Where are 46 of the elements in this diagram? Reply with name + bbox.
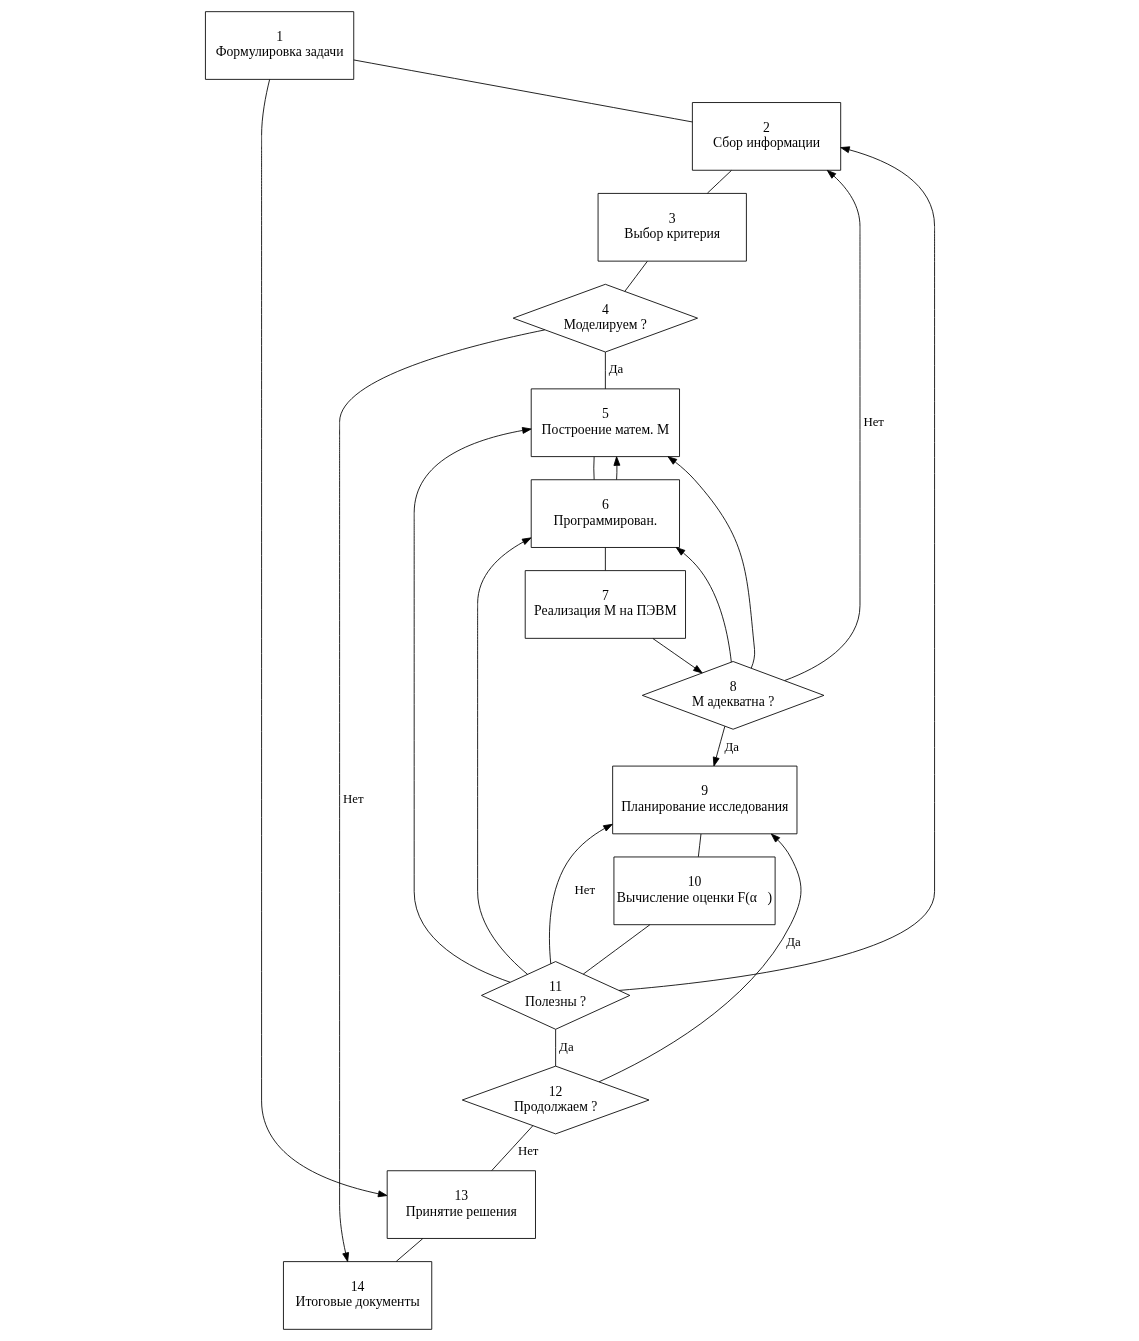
node-diamond: 11 Полезны ?: [480, 961, 630, 1030]
arrow: [675, 547, 732, 663]
node-diamond: 4 Моделируем ?: [512, 283, 698, 353]
edge-label: Нет: [342, 791, 364, 806]
connector: [604, 547, 606, 571]
connector: [592, 456, 595, 480]
node-diamond: 8 М адекватна ?: [641, 661, 824, 730]
connector: [582, 924, 650, 975]
connector: [352, 59, 693, 123]
connector: [395, 1238, 423, 1262]
arrow: [548, 823, 613, 965]
connector: [554, 1028, 556, 1067]
edge-label: Нет: [862, 414, 884, 429]
arrow: [613, 456, 620, 480]
edge-label: Да: [558, 1039, 574, 1054]
edge-label: Да: [785, 935, 801, 950]
node-diamond: 12 Продолжаем ?: [461, 1065, 649, 1135]
node-box: 5 Построение матем. М: [530, 388, 680, 458]
arrow: [476, 537, 531, 975]
arrow: [413, 427, 532, 983]
node-box: 7 Реализация М на ПЭВМ: [524, 570, 686, 639]
node-box: 14 Итоговые документы: [282, 1261, 432, 1330]
node-box: 10 Вычисление оценки F(α⃗): [613, 856, 776, 926]
edge-label: Нет: [517, 1144, 538, 1159]
arrow: [783, 169, 860, 681]
connector: [490, 1125, 533, 1171]
connector: [697, 833, 701, 858]
edge-label: Да: [608, 362, 623, 377]
node-box: 1 Формулировка задачи: [204, 11, 354, 80]
arrow: [598, 833, 801, 1083]
node-box: 9 Планирование исследования: [611, 765, 797, 835]
arrow: [712, 725, 725, 767]
node-box: 6 Программирован.: [530, 479, 680, 548]
arrow: [618, 146, 935, 991]
arrow: [260, 79, 387, 1198]
edge-label: Да: [724, 739, 739, 754]
arrow: [652, 638, 703, 674]
connector: [706, 170, 732, 194]
connector: [604, 351, 606, 390]
connector: [623, 260, 648, 292]
node-box: 3 Выбор критерия: [597, 193, 747, 262]
arrow: [667, 456, 755, 669]
node-box: 2 Сбор информации: [691, 102, 841, 171]
arrow: [338, 329, 545, 1262]
node-box: 13 Принятие решения: [386, 1170, 536, 1239]
edge-label: Нет: [573, 882, 595, 897]
